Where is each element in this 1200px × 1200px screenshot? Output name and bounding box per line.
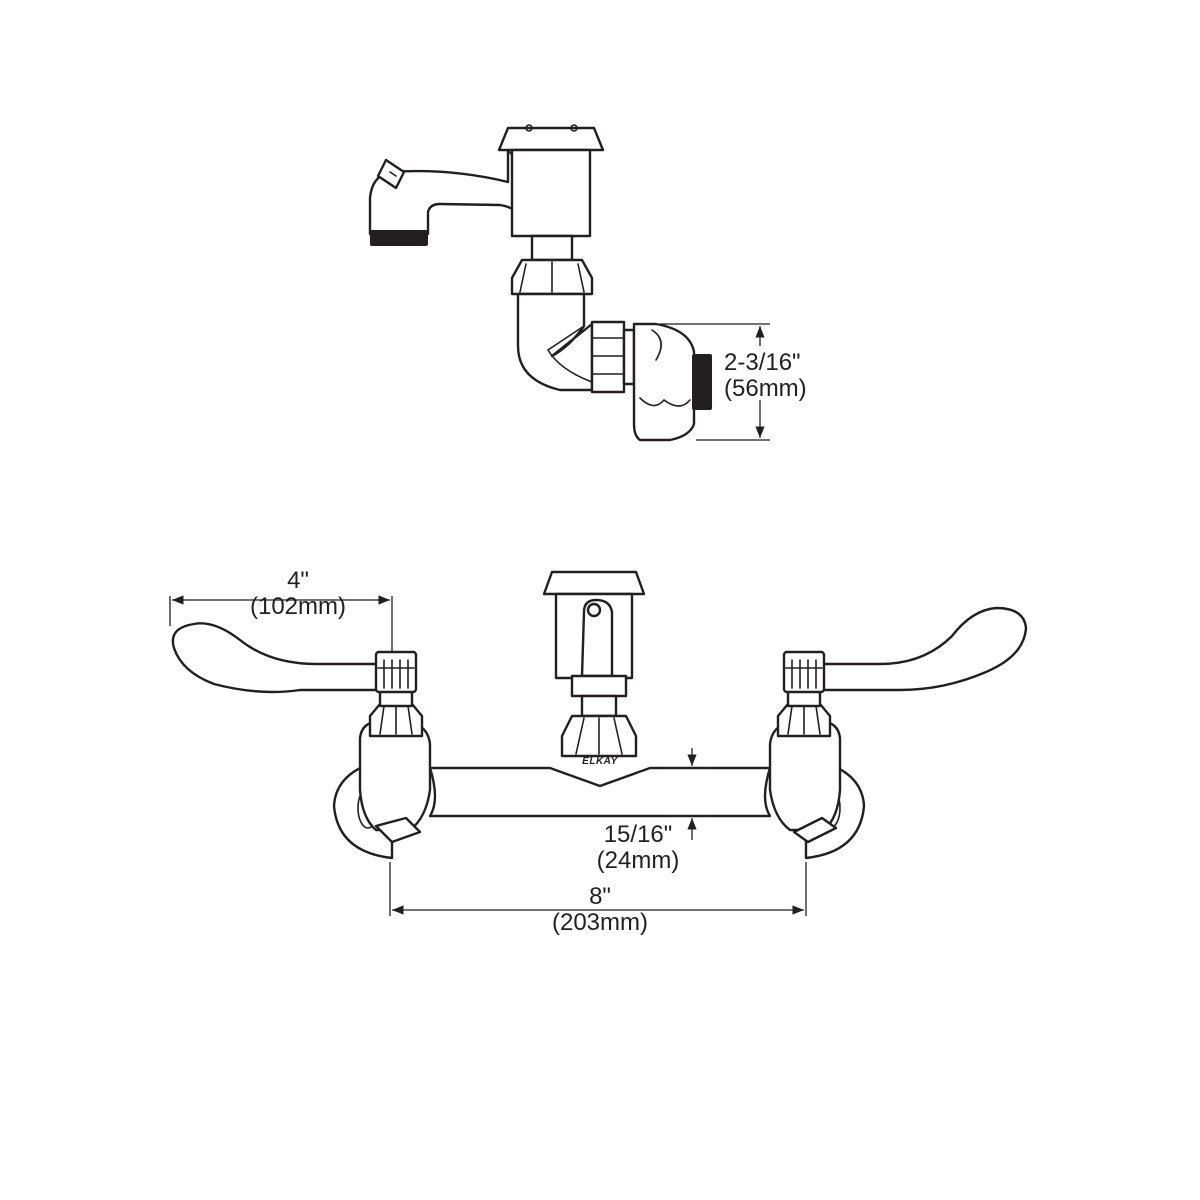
outlet-height-metric: (56mm) — [724, 375, 807, 402]
body-thickness-metric: (24mm) — [596, 847, 680, 874]
centers-label: 8" (203mm) — [542, 884, 658, 936]
body-thickness-label: 15/16" (24mm) — [586, 822, 690, 874]
side-view — [368, 124, 770, 442]
outlet-height-label: 2-3/16" (56mm) — [724, 350, 807, 402]
body-thickness-imperial: 15/16" — [603, 821, 673, 848]
handle-reach-label: 4" (102mm) — [238, 568, 358, 620]
handle-reach-imperial: 4" — [287, 567, 309, 594]
centers-imperial: 8" — [589, 883, 611, 910]
centers-metric: (203mm) — [551, 909, 648, 936]
outlet-height-imperial: 2-3/16" — [724, 349, 801, 376]
brand-logo: ELKAY — [582, 756, 618, 767]
handle-reach-metric: (102mm) — [249, 593, 346, 620]
front-view: ELKAY — [169, 570, 1028, 916]
